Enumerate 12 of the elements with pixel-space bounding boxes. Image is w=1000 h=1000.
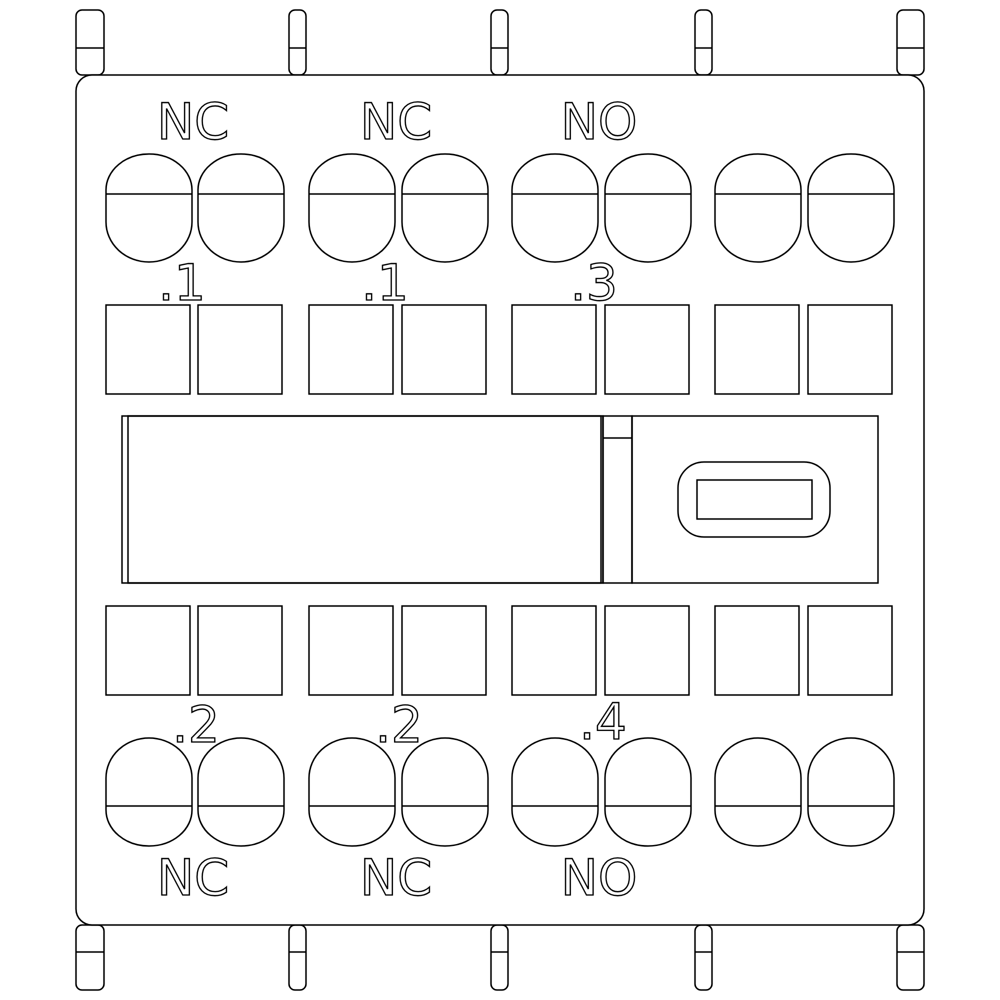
- terminal-label: NC: [360, 97, 432, 147]
- terminal-label: NO: [560, 97, 638, 147]
- terminal-label: .2: [172, 700, 220, 750]
- terminal-label: NO: [560, 853, 638, 903]
- terminal-label: NC: [360, 853, 432, 903]
- terminal-label: .4: [579, 697, 627, 747]
- terminal-label: NC: [156, 853, 230, 903]
- terminal-label: .1: [361, 258, 409, 308]
- terminal-label: .3: [570, 258, 618, 308]
- terminal-label: .2: [375, 700, 423, 750]
- terminal-label: NC: [156, 97, 230, 147]
- terminal-label: .1: [158, 258, 206, 308]
